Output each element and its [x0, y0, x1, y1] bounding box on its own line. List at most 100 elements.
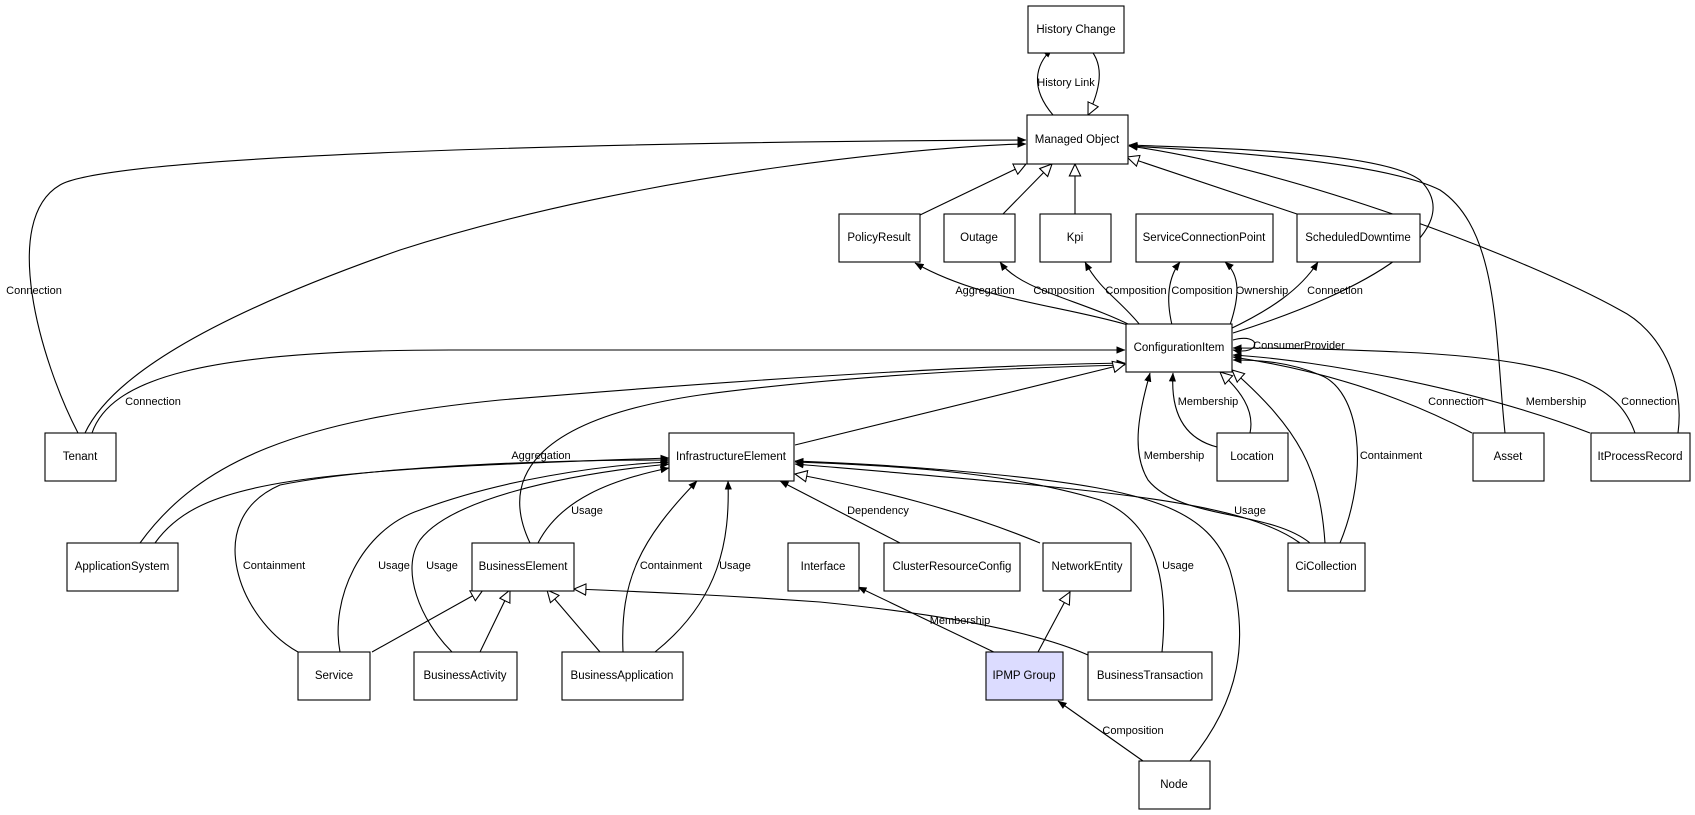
- edge-label-tenant-ci-connection: Connection: [125, 396, 181, 408]
- edge-sd-inherit: [1127, 157, 1298, 215]
- node-asset-label: Asset: [1494, 451, 1524, 463]
- edge-label-cicoll-ie-usage: Usage: [1234, 505, 1266, 517]
- node-business-application[interactable]: BusinessApplication: [561, 651, 684, 701]
- node-interface[interactable]: Interface: [787, 542, 860, 592]
- node-location-label: Location: [1230, 451, 1273, 463]
- edge-bapp-ie-containment: [622, 480, 698, 653]
- node-outage[interactable]: Outage: [943, 213, 1016, 263]
- edge-ci-sd: [1227, 261, 1319, 331]
- edge-itpr-ci-connection: [1232, 344, 1636, 434]
- edge-label-ci-scp-composition: Composition: [1171, 285, 1232, 297]
- node-ci-collection-label: CiCollection: [1295, 561, 1356, 573]
- edge-be-ci: [519, 361, 1126, 544]
- edge-ci-policy: [914, 262, 1129, 326]
- edge-label-bapp-ie-containment: Containment: [640, 560, 702, 572]
- edge-node-ie: [794, 457, 1241, 762]
- node-infrastructure-element-label: InfrastructureElement: [676, 451, 787, 463]
- node-interface-label: Interface: [801, 561, 846, 573]
- edge-label-location-ci-membership: Membership: [1178, 396, 1239, 408]
- node-history-change-label: History Change: [1036, 24, 1115, 36]
- edge-label-ci-policy-aggregation: Aggregation: [955, 285, 1014, 297]
- edge-ne-ie-inherit: [795, 474, 1041, 544]
- node-ipmp-group[interactable]: IPMP Group: [985, 651, 1064, 701]
- node-infrastructure-element[interactable]: InfrastructureElement: [668, 432, 795, 482]
- node-it-process-record[interactable]: ItProcessRecord: [1590, 432, 1691, 482]
- node-cluster-resource-config[interactable]: ClusterResourceConfig: [883, 542, 1021, 592]
- edge-ipmp-interface-membership: [857, 586, 1001, 656]
- node-ci-collection[interactable]: CiCollection: [1287, 542, 1366, 592]
- node-history-change[interactable]: History Change: [1027, 5, 1125, 54]
- node-scheduled-downtime-label: ScheduledDowntime: [1305, 232, 1410, 244]
- edge-itpr-mo-connection: [1128, 143, 1680, 434]
- edge-label-bapp-ie-usage: Usage: [719, 560, 751, 572]
- edge-bapp-be-inherit: [547, 590, 601, 653]
- node-application-system-label: ApplicationSystem: [75, 561, 170, 573]
- edge-location-ci-inherit: [1220, 372, 1252, 434]
- edge-label-service-ie-usage: Usage: [378, 560, 410, 572]
- node-scheduled-downtime[interactable]: ScheduledDowntime: [1296, 213, 1421, 263]
- edge-label-ci-kpi-composition: Composition: [1105, 285, 1166, 297]
- node-application-system[interactable]: ApplicationSystem: [66, 542, 179, 592]
- edge-label-be-ie-usage: Usage: [571, 505, 603, 517]
- edge-label-ci-consumer-provider: ConsumerProvider: [1253, 340, 1345, 352]
- edge-cicoll-ci-inherit: [1232, 370, 1326, 544]
- node-location[interactable]: Location: [1216, 432, 1289, 482]
- edge-crc-ie-dependency: [779, 480, 901, 544]
- edge-be-ie-usage: [537, 466, 670, 544]
- edge-label-bt-ie-usage: Usage: [1162, 560, 1194, 572]
- node-policy-result[interactable]: PolicyResult: [838, 213, 921, 263]
- node-kpi[interactable]: Kpi: [1039, 213, 1112, 263]
- edge-appsys-ie-aggregation: [154, 454, 670, 544]
- edge-label-cicoll-ci-containment: Containment: [1360, 450, 1422, 462]
- edge-label-itpr-mo-connection: Connection: [1621, 396, 1677, 408]
- node-service-connection-point[interactable]: ServiceConnectionPoint: [1135, 213, 1274, 263]
- edge-bapp-ie-usage: [654, 480, 732, 653]
- node-node[interactable]: Node: [1138, 760, 1211, 810]
- edge-ci-self: [1232, 337, 1256, 356]
- edge-ci-kpi: [1084, 261, 1141, 326]
- edge-history-inherit: [1088, 48, 1100, 115]
- node-configuration-item[interactable]: ConfigurationItem: [1125, 323, 1233, 373]
- edge-ie-ci-inherit: [794, 364, 1125, 446]
- node-asset[interactable]: Asset: [1472, 432, 1545, 482]
- edge-label-asset-ci-connection: Connection: [1428, 396, 1484, 408]
- node-ipmp-group-label: IPMP Group: [992, 670, 1055, 682]
- node-network-entity-label: NetworkEntity: [1052, 561, 1123, 573]
- node-business-activity[interactable]: BusinessActivity: [413, 651, 518, 701]
- edge-bt-be-inherit: [574, 589, 1089, 656]
- edge-ci-scp: [1168, 261, 1181, 326]
- edge-policy-inherit: [919, 164, 1026, 216]
- nodes: History Change Managed Object PolicyResu…: [44, 5, 1691, 810]
- edge-cicoll-ci-containment: [1232, 356, 1358, 544]
- edge-asset-mo: [1128, 142, 1506, 434]
- node-business-application-label: BusinessApplication: [571, 670, 674, 682]
- edge-labels: History Link Connection Aggregation Comp…: [6, 77, 1677, 737]
- edge-bt-ie-usage: [794, 458, 1165, 653]
- node-kpi-label: Kpi: [1067, 232, 1084, 244]
- edge-service-ie-usage: [337, 458, 670, 653]
- node-service[interactable]: Service: [297, 651, 371, 701]
- node-business-element[interactable]: BusinessElement: [471, 542, 575, 592]
- edge-location-ci-membership: [1168, 372, 1218, 448]
- edge-label-ci-sd-connection: Connection: [1307, 285, 1363, 297]
- edge-service-ie-containment: [234, 456, 670, 653]
- node-service-label: Service: [315, 670, 353, 682]
- node-tenant[interactable]: Tenant: [44, 432, 117, 482]
- edge-asset-ci-connection: [1232, 354, 1473, 434]
- edge-label-ba-ie-usage: Usage: [426, 560, 458, 572]
- edge-ci-outage: [999, 261, 1131, 326]
- edge-ipmp-ne-inherit: [1037, 592, 1070, 653]
- edge-tenant-ci-connection: [91, 346, 1126, 434]
- node-managed-object-label: Managed Object: [1035, 134, 1120, 146]
- edge-label-service-ie-containment: Containment: [243, 560, 305, 572]
- edge-cicoll-ci-membership: [1137, 372, 1311, 544]
- edge-ba-be-inherit: [479, 590, 510, 653]
- edge-label-tenant-mo-connection: Connection: [6, 285, 62, 297]
- edge-label-itpr-ci-membership: Membership: [1526, 396, 1587, 408]
- node-network-entity[interactable]: NetworkEntity: [1042, 542, 1132, 592]
- node-business-transaction[interactable]: BusinessTransaction: [1087, 651, 1213, 701]
- node-business-activity-label: BusinessActivity: [423, 670, 506, 682]
- edge-appsys-ci: [139, 359, 1126, 544]
- node-managed-object[interactable]: Managed Object: [1026, 114, 1129, 165]
